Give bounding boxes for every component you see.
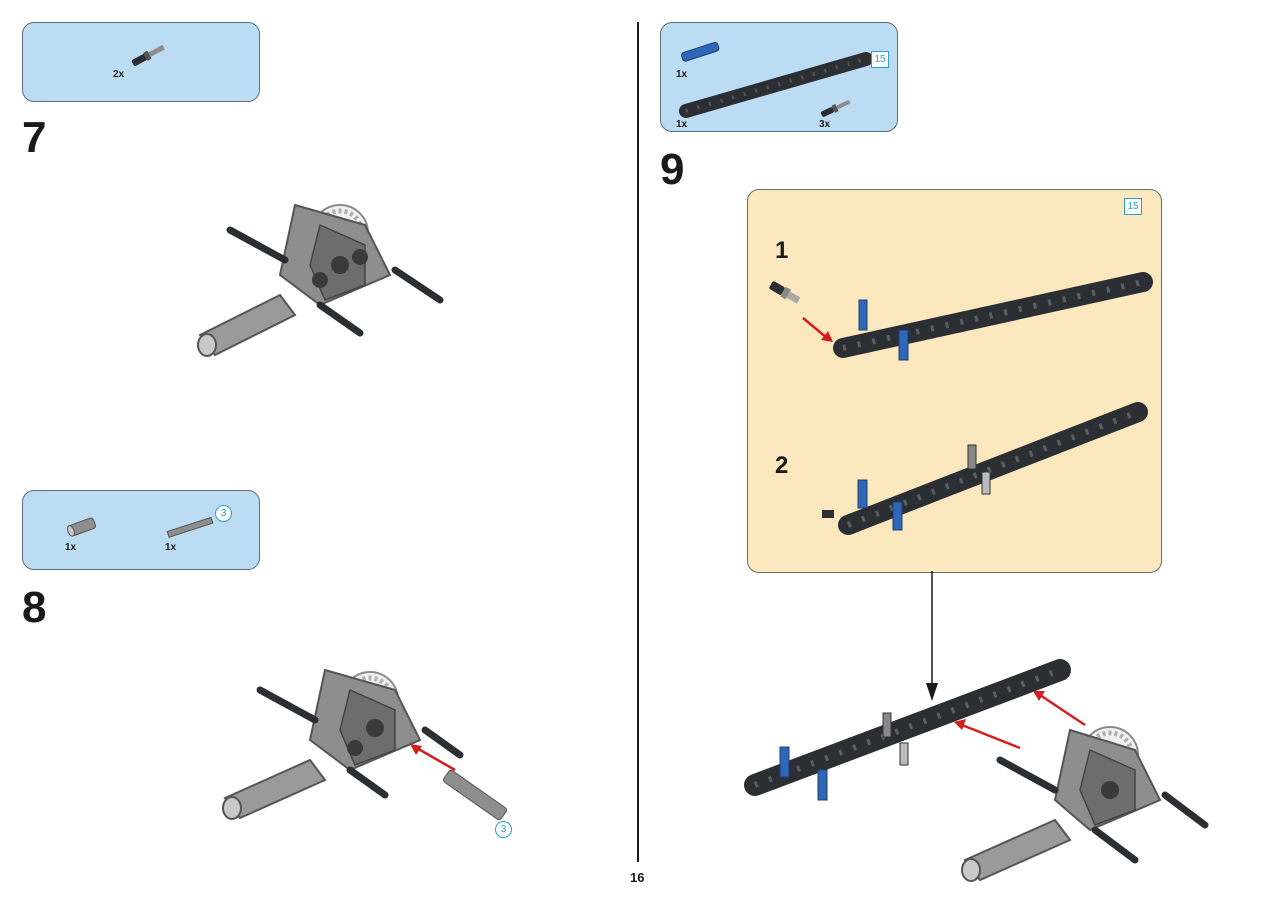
parts-list-step-7: 2x <box>22 22 260 102</box>
page-divider <box>637 22 639 862</box>
page-number: 16 <box>630 870 645 885</box>
parts-list-step-8: 1x 1x 3 <box>22 490 260 570</box>
part-quantity: 1x <box>65 542 77 553</box>
substep-number-2: 2 <box>775 452 789 479</box>
submodel-beam-length-label: 15 <box>1124 198 1142 215</box>
axle-length-callout: 3 <box>495 821 512 838</box>
part-quantity: 2x <box>113 69 125 80</box>
submodel-connector-arrow <box>926 571 938 701</box>
beam-icon <box>679 52 873 118</box>
step-7-assembly-illustration <box>197 203 444 357</box>
tube-connector-icon <box>67 517 96 537</box>
axle-length-label: 3 <box>215 505 232 522</box>
step-number-8: 8 <box>22 583 47 632</box>
beam-length-label: 15 <box>871 51 889 68</box>
pin-with-axle-icon <box>820 99 851 117</box>
substep-1-illustration <box>769 272 1153 361</box>
part-quantity: 1x <box>165 542 177 553</box>
substep-number-1: 1 <box>775 237 789 264</box>
submodel-box: 15 1 2 <box>747 189 1162 573</box>
step-9-assembly-illustration <box>744 659 1209 882</box>
part-quantity: 1x <box>676 69 688 80</box>
substep-2-illustration <box>822 402 1148 535</box>
axle-icon <box>166 516 214 538</box>
step-number-7: 7 <box>22 113 47 162</box>
part-quantity: 1x <box>676 119 688 130</box>
step-8-assembly-illustration <box>222 668 508 821</box>
step-number-9: 9 <box>660 145 685 194</box>
part-quantity: 3x <box>819 119 831 130</box>
parts-list-step-9: 1x 1x 15 3x <box>660 22 898 132</box>
pin-with-axle-icon <box>131 44 165 66</box>
blue-axle-pin-icon <box>681 41 720 62</box>
